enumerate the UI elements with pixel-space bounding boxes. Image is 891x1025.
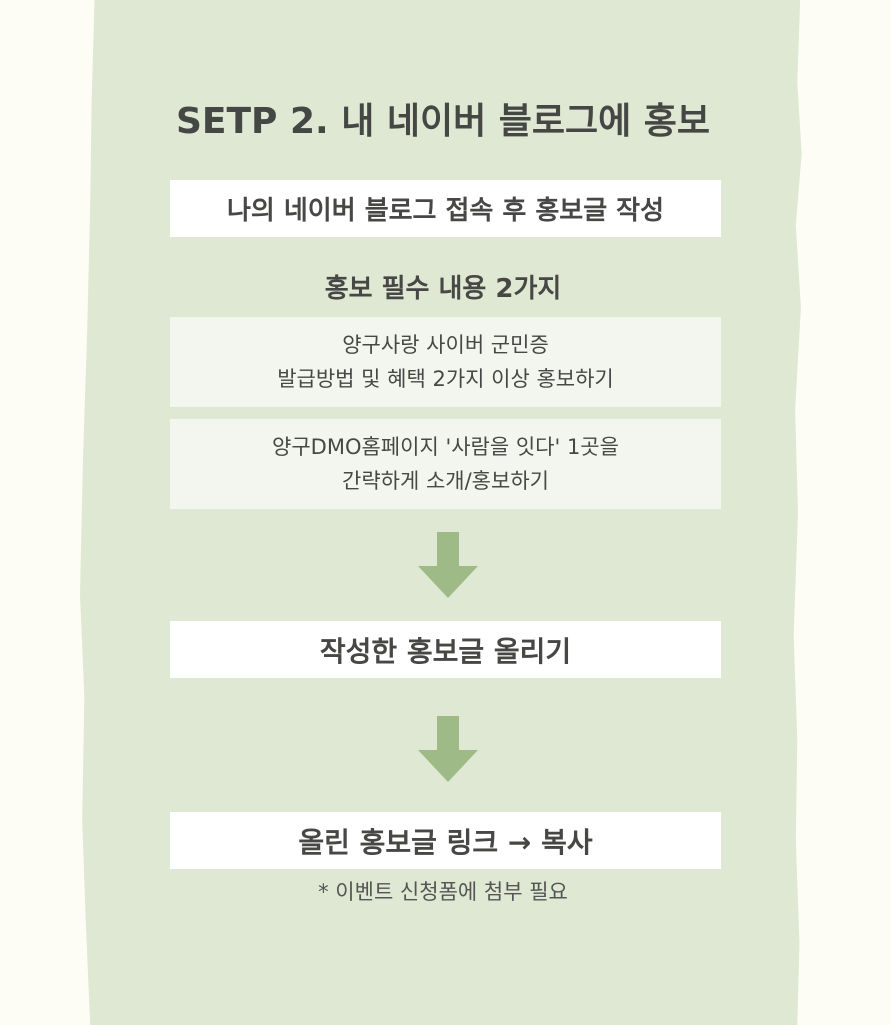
- green-panel: [80, 0, 802, 1025]
- attachment-note: * 이벤트 신청폼에 첨부 필요: [318, 880, 568, 904]
- required-item-2: 양구DMO홈페이지 '사람을 잇다' 1곳을 간략하게 소개/홍보하기: [170, 419, 721, 509]
- step-write-post-box: 나의 네이버 블로그 접속 후 홍보글 작성: [170, 180, 721, 237]
- step-upload-post-box: 작성한 홍보글 올리기: [170, 621, 721, 678]
- required-item-1: 양구사랑 사이버 군민증 발급방법 및 혜택 2가지 이상 홍보하기: [170, 317, 721, 407]
- step-write-post-label: 나의 네이버 블로그 접속 후 홍보글 작성: [226, 196, 665, 226]
- required-item-2-line1: 양구DMO홈페이지 '사람을 잇다' 1곳을: [272, 435, 619, 459]
- arrow-down-icon: [418, 716, 478, 782]
- step-copy-link-label: 올린 홍보글 링크 → 복사: [298, 825, 593, 859]
- required-item-1-line1: 양구사랑 사이버 군민증: [342, 333, 549, 357]
- required-item-1-line2: 발급방법 및 혜택 2가지 이상 홍보하기: [277, 367, 614, 391]
- step-copy-link-box: 올린 홍보글 링크 → 복사: [170, 812, 721, 869]
- step-upload-post-label: 작성한 홍보글 올리기: [319, 634, 572, 668]
- page-title: SETP 2. 내 네이버 블로그에 홍보: [175, 101, 711, 142]
- arrow-down-icon: [418, 532, 478, 598]
- required-item-2-line2: 간략하게 소개/홍보하기: [342, 469, 549, 493]
- required-heading: 홍보 필수 내용 2가지: [324, 274, 562, 304]
